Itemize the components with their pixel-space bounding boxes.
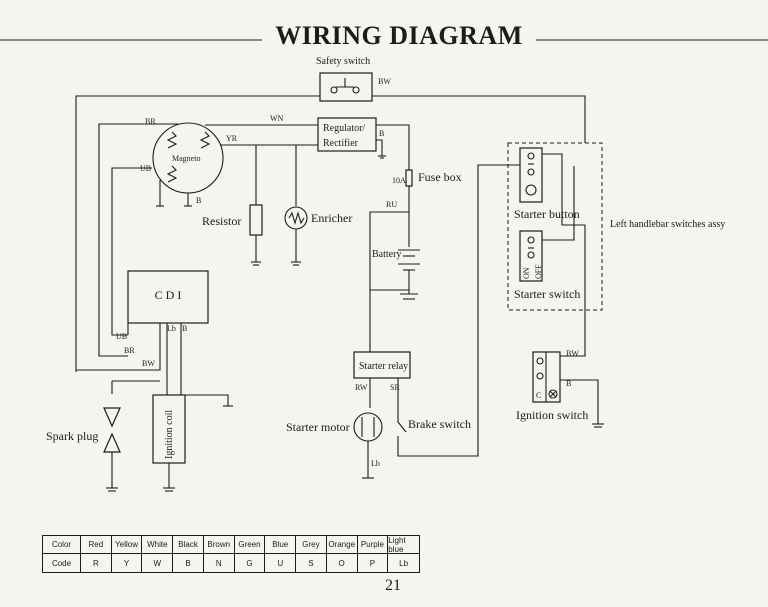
legend-color-header: Color [43, 536, 81, 554]
resistor [249, 204, 263, 236]
wire-code-br-top: BR [145, 117, 156, 126]
magneto-coil-icon [166, 131, 178, 149]
wire-code-yr: YR [226, 134, 238, 143]
page-number: 21 [385, 577, 401, 594]
cdi-unit [127, 270, 209, 324]
legend-code: G [235, 554, 266, 572]
starter-motor-icon [353, 412, 383, 442]
wire-code-b-reg: B [379, 129, 384, 138]
diagram-title: WIRING DIAGRAM [275, 21, 523, 50]
starter-switch-on: ON [522, 267, 531, 279]
legend-color: Grey [296, 536, 327, 554]
fuse-rating: 10A [392, 176, 406, 185]
legend-code: O [327, 554, 358, 572]
left-handlebar-switches [507, 142, 603, 311]
wire-code-b-cdi: B [182, 324, 187, 333]
wire-code-rw: RW [355, 383, 368, 392]
wire-code-sr: SR [390, 383, 400, 392]
starter-motor-label: Starter motor [286, 420, 350, 434]
legend-code: B [173, 554, 204, 572]
starter-button-label: Starter button [514, 207, 580, 221]
legend-color: Purple [357, 536, 389, 554]
starter-button-icon [525, 184, 537, 196]
legend-color: Orange [326, 536, 358, 554]
fuse-box [405, 169, 413, 187]
left-handlebar-label: Left handlebar switches assy [610, 219, 725, 230]
battery-label: Battery [372, 249, 401, 260]
legend-color: Green [234, 536, 266, 554]
legend-code: U [265, 554, 297, 572]
resistor-label: Resistor [202, 214, 241, 228]
wire-code-ub-cdi: UB [116, 332, 127, 341]
legend-color: Brown [203, 536, 235, 554]
starter-relay [353, 351, 411, 379]
legend-color: Red [81, 536, 112, 554]
safety-switch-contact-icon [330, 86, 338, 94]
wire-color-legend: Color Red Yellow White Black Brown Green… [42, 535, 420, 573]
wire-code-wn: WN [270, 114, 284, 123]
wire-code-bw-cdi: BW [142, 359, 155, 368]
regulator-rectifier [317, 117, 377, 152]
wire-code-br-cdi: BR [124, 346, 135, 355]
starter-switch-label: Starter switch [514, 287, 580, 301]
wire-code-b-ign: B [566, 379, 571, 388]
starter-switch-off: OFF [534, 264, 543, 279]
legend-code: S [296, 554, 327, 572]
legend-code: N [204, 554, 235, 572]
safety-switch-label: Safety switch [316, 56, 370, 67]
legend-color: Yellow [111, 536, 143, 554]
legend-color: White [142, 536, 174, 554]
ignition-key-icon [548, 389, 558, 399]
regulator-label-2: Rectifier [323, 138, 359, 149]
legend-color: Light blue [388, 536, 419, 554]
legend-color: Black [173, 536, 204, 554]
legend-code: R [81, 554, 112, 572]
wire-code-ru: RU [386, 200, 397, 209]
brake-switch-icon [397, 412, 407, 433]
regulator-label-1: Regulator/ [323, 123, 365, 134]
brake-switch-label: Brake switch [408, 417, 471, 431]
starter-relay-label: Starter relay [359, 361, 408, 372]
ignition-coil-label: Ignition coil [164, 410, 175, 459]
wire-code-bw-safety: BW [378, 77, 391, 86]
starter-button-body [519, 147, 543, 203]
legend-code: P [358, 554, 389, 572]
legend-code: W [142, 554, 174, 572]
starter-switch-body [519, 230, 543, 282]
wire-code-lb-cdi: Lb [167, 324, 176, 333]
wire-code-b-mag: B [196, 196, 201, 205]
ignition-switch-c: C [536, 391, 541, 400]
enricher-label: Enricher [311, 211, 352, 225]
wire-code-lb-motor: Lb [371, 459, 380, 468]
wire-code-bw-ign: BW [566, 349, 579, 358]
legend-code: Y [112, 554, 143, 572]
legend-code: Lb [399, 558, 409, 568]
ignition-switch-label: Ignition switch [516, 408, 588, 422]
cdi-label: C D I [155, 288, 182, 302]
safety-switch [319, 72, 373, 102]
legend-code-header: Code [43, 554, 81, 572]
spark-plug-label: Spark plug [46, 429, 98, 443]
legend-color: Blue [265, 536, 297, 554]
spark-plug-icon [103, 407, 121, 428]
fuse-box-label: Fuse box [418, 170, 462, 184]
magneto-label: Magneto [172, 154, 200, 163]
